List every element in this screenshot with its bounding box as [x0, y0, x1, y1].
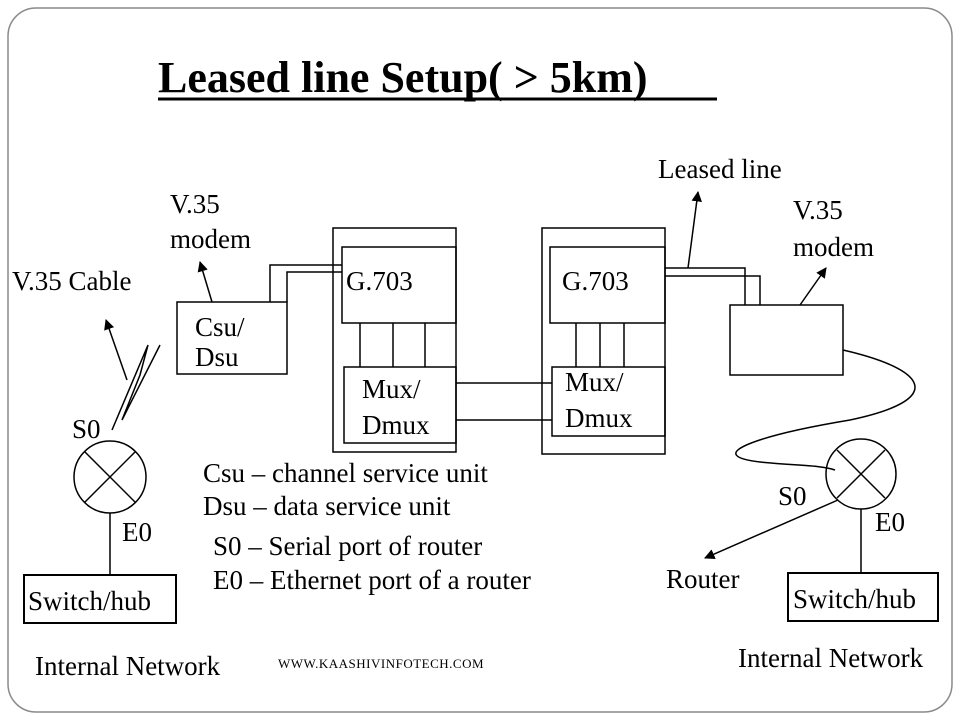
v35-modem-left-label-line1: V.35: [170, 189, 220, 219]
csu-dsu-right-box: [729, 304, 844, 376]
g703-right-box: [549, 246, 666, 324]
footer-website: WWW.KAASHIVINFOTECH.COM: [278, 656, 484, 671]
mux-left-label-line2: Dmux: [362, 410, 430, 440]
g703-right-label: G.703: [562, 266, 629, 296]
switch-right-label: Switch/hub: [793, 584, 916, 614]
legend-s0: S0 – Serial port of router: [213, 531, 482, 561]
leased-line-cable-b: [665, 275, 761, 305]
switch-left-label: Switch/hub: [28, 586, 151, 616]
g703-left-box: [341, 246, 457, 324]
e0-right-label: E0: [875, 507, 905, 537]
mux-right-box: [551, 366, 666, 437]
v35-modem-left-arrow: [197, 260, 213, 303]
v35-modem-right-label-line1: V.35: [793, 195, 843, 225]
router-right-arrow: [704, 499, 839, 560]
g703-left-label: G.703: [346, 266, 413, 296]
leased-line-cable-a: [665, 267, 746, 305]
leased-line-label: Leased line: [658, 154, 782, 184]
e0-left-label: E0: [122, 517, 152, 547]
mux-left-box: [343, 366, 457, 444]
page-title: Leased line Setup( > 5km): [158, 53, 648, 102]
switch-right-box: [787, 572, 939, 622]
leased-line-arrow: [687, 190, 702, 269]
s0-right-label: S0: [778, 481, 807, 511]
v35-modem-right-label-line2: modem: [793, 232, 874, 262]
mux-unit-right-outer: [541, 227, 666, 455]
mux-right-label-line1: Mux/: [565, 367, 624, 397]
slide-border: [7, 7, 953, 713]
mux-right-label-line2: Dmux: [565, 403, 633, 433]
legend-csu: Csu – channel service unit: [203, 458, 488, 488]
csu-dsu-label-line1: Csu/: [195, 312, 245, 342]
internal-network-left-label: Internal Network: [35, 651, 221, 681]
v35-modem-left-label-line2: modem: [170, 224, 251, 254]
router-right-cross-b: [836, 449, 886, 499]
mux-left-label-line1: Mux/: [362, 374, 421, 404]
internal-network-right-label: Internal Network: [738, 643, 924, 673]
s0-left-label: S0: [72, 414, 101, 444]
csu-to-g703-cable-b: [286, 271, 342, 302]
v35-modem-right-arrow: [799, 267, 827, 306]
legend-e0: E0 – Ethernet port of a router: [213, 565, 531, 595]
mux-unit-left-outer: [332, 227, 457, 453]
csu-dsu-box: [176, 301, 288, 375]
csu-to-g703-cable-a: [269, 264, 342, 302]
router-right-label: Router: [666, 564, 740, 594]
v35-cable-label: V.35 Cable: [12, 266, 132, 296]
serial-cable-right: [735, 349, 916, 471]
switch-left-box: [23, 574, 177, 624]
serial-cable: [111, 344, 161, 431]
v35-cable-arrow: [104, 319, 128, 381]
csu-dsu-label-line2: Dsu: [195, 342, 239, 372]
router-left-cross-b: [84, 451, 136, 503]
legend-dsu: Dsu – data service unit: [203, 491, 451, 521]
